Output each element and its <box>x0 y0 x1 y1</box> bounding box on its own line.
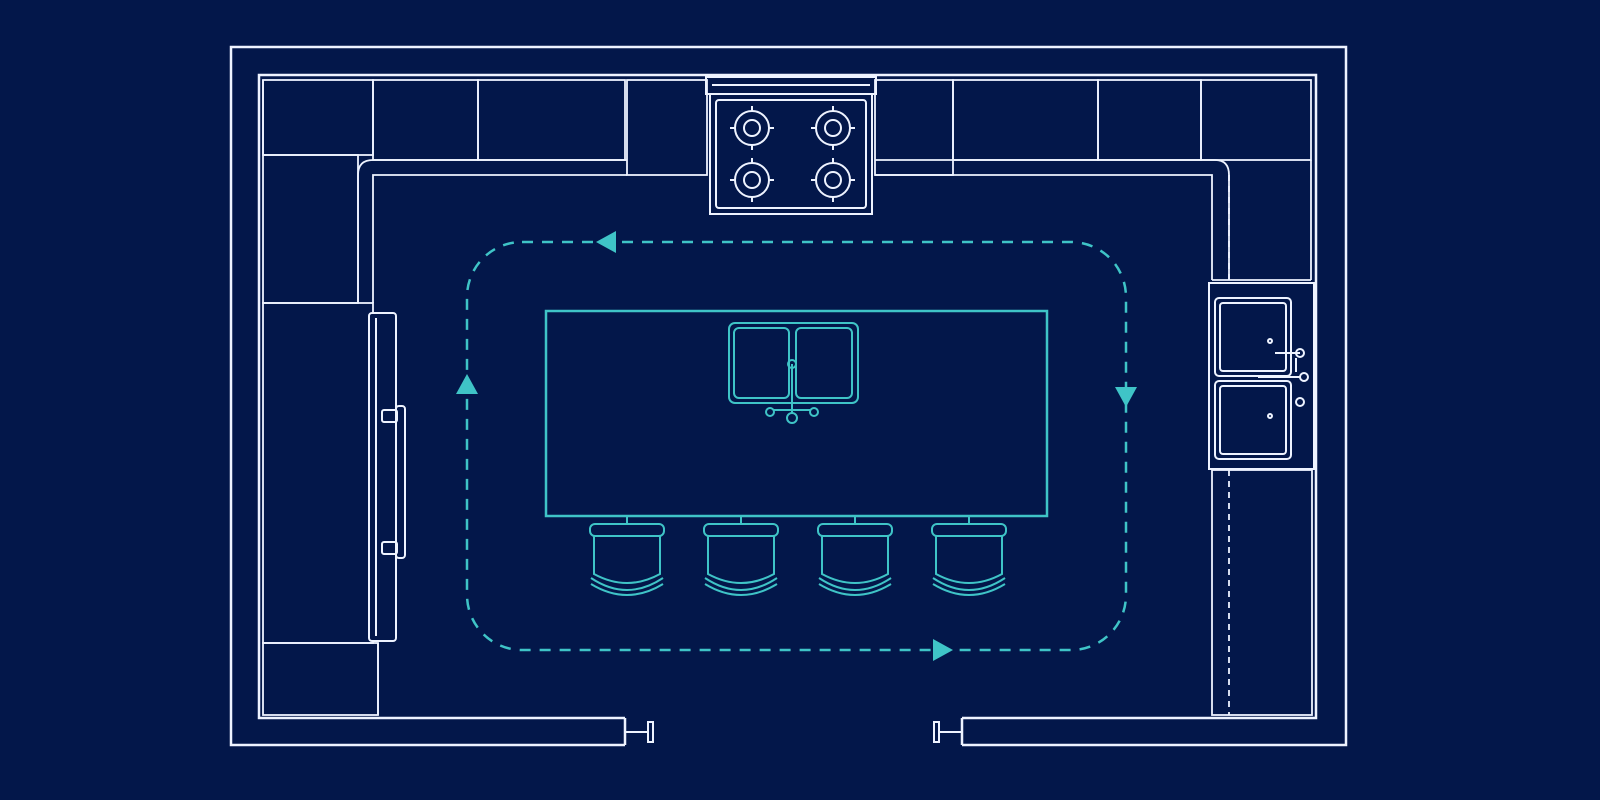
flow-arrow-icon <box>596 231 616 253</box>
island-sink-icon <box>728 322 859 424</box>
island-icon <box>544 309 1049 518</box>
circulation-path <box>465 240 1128 652</box>
island-stools <box>589 516 1007 596</box>
flow-arrow-icon <box>933 639 953 661</box>
burner-icon <box>730 106 774 150</box>
stool-icon <box>589 516 665 596</box>
sink-icon <box>1208 282 1315 470</box>
stool-icon <box>703 516 779 596</box>
stove-burners <box>730 106 855 202</box>
burner-icon <box>730 158 774 202</box>
burner-icon <box>811 158 855 202</box>
door-stop-icon <box>933 721 962 743</box>
flow-arrow-icon <box>1115 387 1137 407</box>
flow-arrow-icon <box>456 374 478 394</box>
stove-icon <box>705 76 877 215</box>
left-counter-cabinets <box>262 302 379 716</box>
refrigerator-icon <box>368 312 406 642</box>
burner-icon <box>811 106 855 150</box>
door-stop-icon <box>625 721 654 743</box>
stool-icon <box>931 516 1007 596</box>
stool-icon <box>817 516 893 596</box>
